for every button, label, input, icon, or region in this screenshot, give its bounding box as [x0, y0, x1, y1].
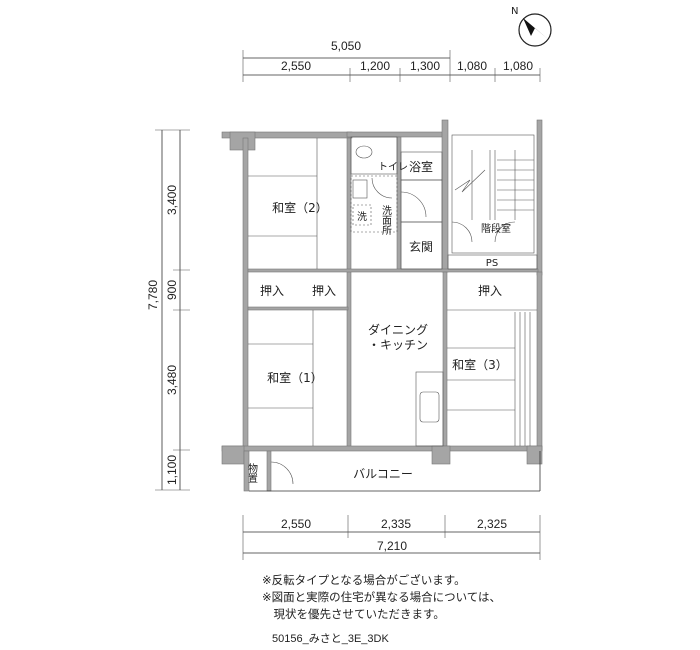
- dim-top-2: 1,200: [360, 59, 390, 73]
- dim-top-4: 1,080: [457, 59, 487, 73]
- label-stairs: 階段室: [481, 222, 511, 235]
- north-compass-icon: N: [511, 6, 552, 47]
- label-washroom: 洗面所: [380, 205, 392, 236]
- note-1: ※反転タイプとなる場合がございます。: [262, 573, 466, 587]
- note-3: 現状を優先させていただきます。: [262, 607, 445, 621]
- fixtures: [248, 134, 538, 485]
- label-bath: 浴室: [409, 159, 433, 174]
- dim-left-total: 7,780: [146, 280, 160, 310]
- dim-bottom-2: 2,335: [381, 517, 411, 531]
- label-entrance: 玄関: [409, 239, 433, 254]
- bottom-dimensions: 2,550 2,335 2,325 7,210: [242, 515, 541, 560]
- label-balcony: バルコニー: [353, 467, 413, 481]
- dim-top-1: 2,550: [281, 59, 311, 73]
- dim-left-4: 1,100: [165, 455, 179, 485]
- notes: ※反転タイプとなる場合がございます。 ※図面と実際の住宅が異なる場合については、…: [262, 572, 501, 623]
- dim-bottom-1: 2,550: [281, 517, 311, 531]
- dim-left-3: 3,480: [165, 365, 179, 395]
- dim-top-3: 1,300: [410, 59, 440, 73]
- label-washitsu-2: 和室（2）: [272, 200, 328, 215]
- label-dk-1: ダイニング: [368, 322, 428, 337]
- compass-label: N: [511, 6, 518, 17]
- label-closet-1: 押入: [260, 284, 284, 298]
- label-toilet: トイレ: [378, 162, 408, 173]
- dim-left-1: 3,400: [165, 185, 179, 215]
- plan-code: 50156_みさと_3E_3DK: [272, 633, 389, 645]
- left-dimensions: 7,780 3,400 900 3,480 1,100: [146, 129, 190, 491]
- dim-left-2: 900: [165, 280, 179, 300]
- dim-top-5: 1,080: [503, 59, 533, 73]
- label-washer: 洗: [357, 211, 367, 223]
- dim-bottom-3: 2,325: [477, 517, 507, 531]
- label-storage: 物置: [246, 462, 258, 483]
- label-ps: PS: [486, 258, 498, 269]
- label-closet-3: 押入: [478, 284, 502, 298]
- label-dk-2: ・キッチン: [368, 338, 428, 352]
- label-washitsu-1: 和室（1）: [267, 370, 323, 385]
- top-dimensions: 5,050 2,550 1,200 1,300 1,080 1,080: [242, 39, 541, 82]
- dim-top-total: 5,050: [331, 39, 361, 53]
- room-labels: 和室（2） トイレ 浴室 洗 洗面所 玄関 階段室 PS 押入 押入 押入 ダイ…: [246, 159, 512, 483]
- note-2: ※図面と実際の住宅が異なる場合については、: [262, 590, 502, 604]
- label-closet-2: 押入: [312, 284, 336, 298]
- walls: [221, 119, 543, 492]
- dim-bottom-total: 7,210: [377, 539, 407, 553]
- label-washitsu-3: 和室（3）: [452, 357, 508, 372]
